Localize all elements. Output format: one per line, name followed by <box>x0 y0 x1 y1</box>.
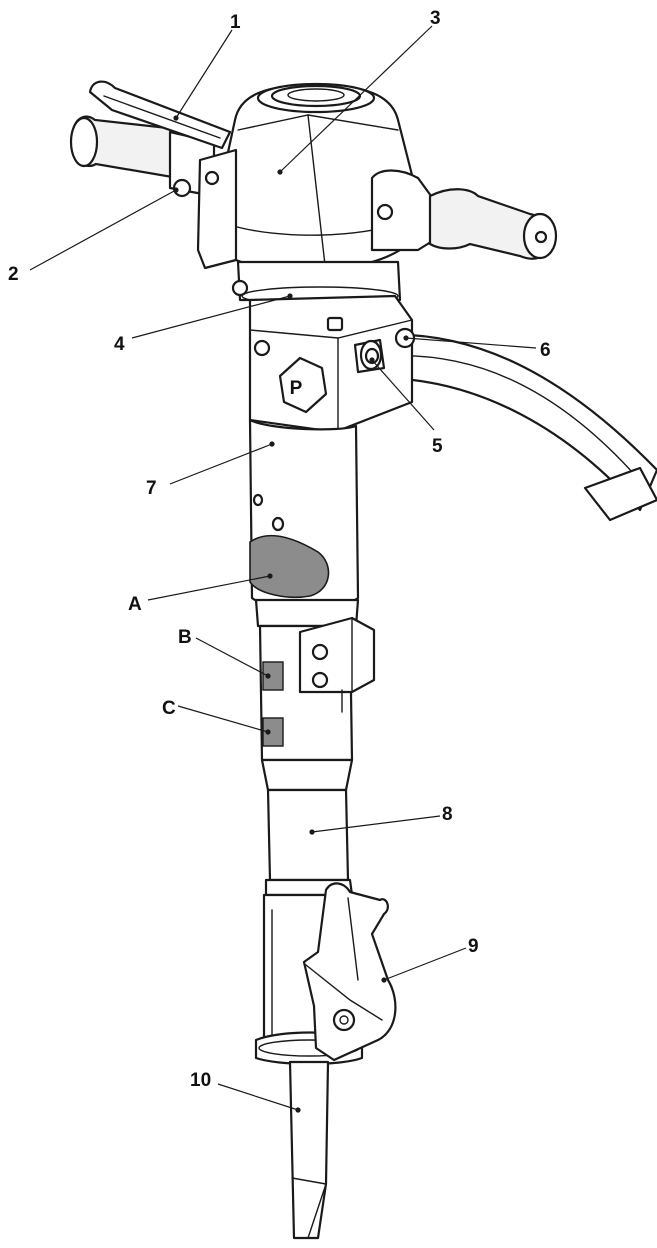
right-handle <box>370 169 558 260</box>
chisel <box>288 1060 330 1240</box>
plug-letter: P <box>290 378 303 399</box>
callout-C: C <box>162 698 176 719</box>
callout-8: 8 <box>442 804 453 825</box>
leader-lines <box>29 25 537 1111</box>
callout-3: 3 <box>430 8 441 29</box>
marking-C <box>262 717 284 747</box>
plug: P <box>278 356 328 414</box>
callout-A: A <box>128 594 142 615</box>
lower-shaft <box>260 758 354 897</box>
retainer-latch <box>302 882 397 1062</box>
throttle-lever <box>88 80 232 150</box>
upper-collar <box>231 260 402 306</box>
callout-labels: 1 2 3 4 5 6 7 8 9 10 A B C <box>8 8 551 1091</box>
marking-B <box>262 661 284 691</box>
callout-5: 5 <box>432 436 443 457</box>
callout-10: 10 <box>190 1070 211 1091</box>
callout-B: B <box>178 627 192 648</box>
middle-section <box>254 598 376 762</box>
cylinder <box>248 418 360 610</box>
marking-A <box>249 534 330 599</box>
callout-6: 6 <box>540 340 551 361</box>
callout-1: 1 <box>230 12 241 33</box>
callout-9: 9 <box>468 936 479 957</box>
inlet-block <box>248 294 416 434</box>
leader-dots <box>173 115 409 1113</box>
callout-7: 7 <box>146 478 157 499</box>
callout-4: 4 <box>114 334 125 355</box>
callout-2: 2 <box>8 264 19 285</box>
air-hose <box>378 333 657 522</box>
